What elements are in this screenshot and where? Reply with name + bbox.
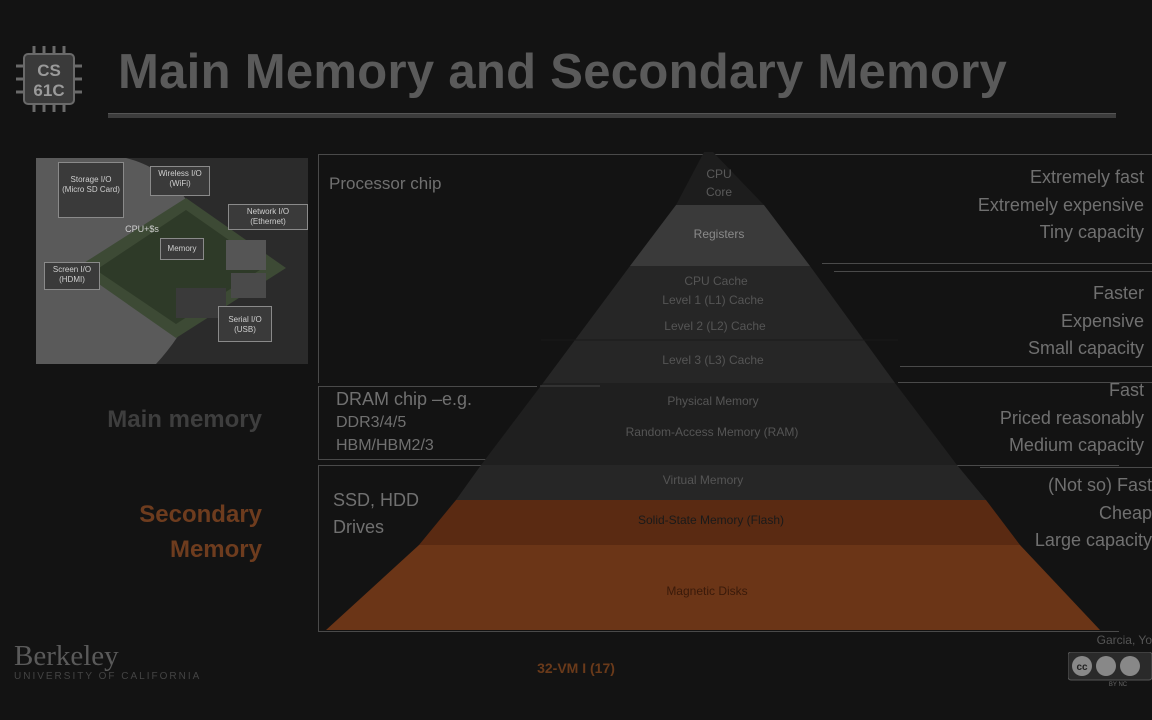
- slide-number: 32-VM I (17): [537, 660, 615, 676]
- pyramid-l2: Level 2 (L2) Cache: [664, 319, 766, 333]
- right-divider-0: [744, 154, 1152, 155]
- ssd-label-line2: Drives: [333, 517, 385, 537]
- photo-label-storage: Storage I/O (Micro SD Card): [58, 162, 124, 218]
- photo-label-cpu: CPU+$s: [125, 224, 159, 234]
- photo-label-memory: Memory: [160, 238, 204, 260]
- characteristic-speed: Faster: [1092, 283, 1144, 303]
- characteristic-speed: (Not so) Fast: [1047, 475, 1152, 495]
- characteristic-cost: Expensive: [1060, 310, 1144, 331]
- processor-chip-label: Processor chip: [329, 174, 442, 193]
- pyramid-cpu-core-line1: CPU: [706, 167, 731, 181]
- characteristic-capacity: Large capacity: [1034, 530, 1152, 550]
- berkeley-logo-subtitle: UNIVERSITY OF CALIFORNIA: [14, 671, 202, 682]
- pyramid-l1: Level 1 (L1) Cache: [662, 293, 764, 307]
- pyramid-registers: Registers: [694, 227, 745, 241]
- dram-label-line1: DRAM chip –e.g.: [336, 389, 473, 409]
- characteristic-cost: Extremely expensive: [977, 194, 1144, 215]
- photo-label-screen: Screen I/O (HDMI): [44, 262, 100, 290]
- photo-label-wireless: Wireless I/O (WiFi): [150, 166, 210, 196]
- photo-label-serial: Serial I/O (USB): [218, 306, 272, 342]
- level-characteristics-registers: Extremely fast Extremely expensive Tiny …: [978, 164, 1144, 247]
- right-divider-2: [900, 366, 1152, 367]
- cc-text: BY NC: [1109, 682, 1128, 688]
- secondary-memory-label-line2: Memory: [169, 536, 262, 563]
- pyramid-band-virtual: [456, 465, 986, 500]
- characteristic-capacity: Tiny capacity: [1039, 222, 1144, 242]
- slide-title: Main Memory and Secondary Memory: [118, 45, 1008, 99]
- level-characteristics-main-memory: Fast Priced reasonably Medium capacity: [1000, 377, 1144, 460]
- level-characteristics-secondary: (Not so) Fast Cheap Large capacity: [1035, 472, 1152, 555]
- right-divider-1b: [834, 271, 1152, 272]
- pyramid-band-disk: [326, 545, 1100, 630]
- author-credit: Garcia, Yo: [1096, 633, 1152, 647]
- photo-label-network: Network I/O (Ethernet): [228, 204, 308, 230]
- characteristic-cost: Priced reasonably: [999, 407, 1144, 428]
- pyramid-ram: Random-Access Memory (RAM): [626, 425, 799, 439]
- pyramid-physical: Physical Memory: [667, 394, 758, 408]
- characteristic-speed: Fast: [1108, 380, 1144, 400]
- pyramid-band-cpu-core: [676, 152, 764, 205]
- characteristic-capacity: Medium capacity: [1008, 435, 1144, 455]
- pyramid-cpu-cache: CPU Cache: [684, 274, 748, 288]
- dram-label-line2: DDR3/4/5: [336, 414, 407, 431]
- logo-line2: 61C: [33, 81, 64, 100]
- pyramid-disk: Magnetic Disks: [666, 584, 747, 598]
- dram-label-line3: HBM/HBM2/3: [336, 437, 434, 454]
- raspberry-pi-photo: Storage I/O (Micro SD Card) Wireless I/O…: [36, 158, 308, 364]
- svg-text:cc: cc: [1076, 662, 1088, 673]
- ssd-label-line1: SSD, HDD: [333, 490, 420, 510]
- logo-line1: CS: [37, 61, 61, 80]
- secondary-memory-label-line1: Secondary: [139, 501, 262, 528]
- pyramid-cpu-core-line2: Core: [706, 185, 732, 199]
- right-divider-2b: [898, 382, 1152, 383]
- pyramid-band-registers: [630, 205, 810, 266]
- pyramid-l3: Level 3 (L3) Cache: [662, 353, 764, 367]
- right-divider-3: [980, 467, 1152, 468]
- pyramid-band-flash: [419, 500, 1020, 545]
- pyramid-band-physical: [481, 383, 957, 465]
- title-divider: [108, 113, 1116, 118]
- pyramid-band-cache: [543, 266, 895, 383]
- characteristic-cost: Cheap: [1098, 502, 1152, 523]
- characteristic-capacity: Small capacity: [1027, 338, 1144, 358]
- characteristic-speed: Extremely fast: [1029, 167, 1144, 187]
- cs61c-logo: CS 61C: [14, 44, 84, 114]
- berkeley-logo: Berkeley: [14, 640, 119, 672]
- right-divider-1: [822, 263, 1152, 264]
- level-characteristics-cache: Faster Expensive Small capacity: [1028, 280, 1144, 363]
- processor-chip-box: [318, 154, 1039, 383]
- pyramid-ssd: Solid-State Memory (Flash): [638, 513, 784, 527]
- pyramid-virtual: Virtual Memory: [663, 473, 743, 487]
- main-memory-label: Main memory: [107, 406, 262, 433]
- dram-chip-box: [318, 386, 537, 460]
- creative-commons-icon: cc BY NC: [1067, 651, 1152, 693]
